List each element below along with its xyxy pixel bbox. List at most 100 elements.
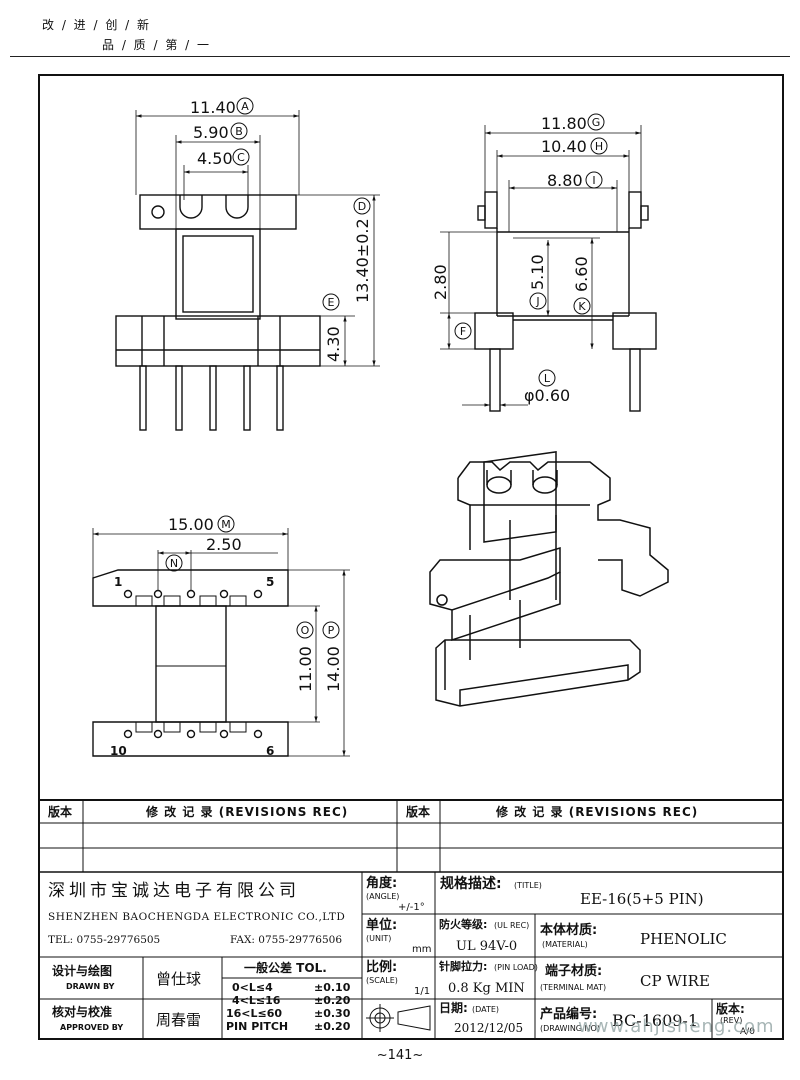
tolerance-value-3: ±0.30 xyxy=(314,1007,351,1020)
title-block: 版本 修 改 记 录 (REVISIONS REC) 版本 修 改 记 录 (R… xyxy=(40,799,784,1038)
angle-label: 角度: xyxy=(366,875,397,891)
dim-h: 10.40 xyxy=(541,137,587,156)
motto-line-2: 品 / 质 / 第 / 一 xyxy=(102,38,212,52)
dim-i: 8.80 xyxy=(547,171,583,190)
tag-o: O xyxy=(301,624,310,637)
drawn-by-label: 设计与绘图 xyxy=(52,963,112,978)
terminal-label-en: (TERMINAL MAT) xyxy=(540,983,606,992)
tolerance-range-1: 0<L≤4 xyxy=(232,981,273,994)
header-rule xyxy=(10,56,790,57)
title-label-en: (TITLE) xyxy=(514,881,542,890)
tag-i: I xyxy=(592,174,595,187)
dim-b: 5.90 xyxy=(193,123,229,142)
angle-value: +/-1° xyxy=(398,902,425,913)
drawing-no-value: BC-1609-1 xyxy=(612,1011,698,1030)
tag-p: P xyxy=(328,624,335,637)
dim-c: 4.50 xyxy=(197,149,233,168)
date-label-en: (DATE) xyxy=(472,1005,499,1014)
dim-p: 14.00 xyxy=(324,646,343,692)
dim-o: 11.00 xyxy=(296,646,315,692)
tag-k: K xyxy=(578,300,586,313)
ul-label-en: (UL REC) xyxy=(494,921,529,930)
pin-label-10: 10 xyxy=(110,744,127,758)
tag-e: E xyxy=(328,296,335,309)
drawn-by-name: 曾仕球 xyxy=(156,970,201,988)
drawn-by-label-en: DRAWN BY xyxy=(66,982,115,991)
scale-label-en: (SCALE) xyxy=(366,976,398,985)
pin-label-5: 5 xyxy=(266,575,274,589)
title-label: 规格描述: xyxy=(440,875,502,892)
rev-label: 版本: xyxy=(716,1001,745,1016)
dim-l: φ0.60 xyxy=(524,386,570,405)
rev-col-rec-1: 修 改 记 录 (REVISIONS REC) xyxy=(145,804,348,819)
pinload-label-en: (PIN LOAD) xyxy=(494,963,538,972)
dim-n: 2.50 xyxy=(206,535,242,554)
dim-a: 11.40 xyxy=(190,98,236,117)
pin-label-1: 1 xyxy=(114,575,122,589)
tag-a: A xyxy=(241,100,249,113)
title-value: EE-16(5+5 PIN) xyxy=(580,890,704,908)
tag-b: B xyxy=(235,125,243,138)
scale-value: 1/1 xyxy=(414,986,430,997)
ul-label: 防火等级: xyxy=(439,917,487,931)
tag-l: L xyxy=(544,372,551,385)
tag-f: F xyxy=(460,325,466,338)
drawing-frame xyxy=(38,74,784,1040)
terminal-label: 端子材质: xyxy=(545,963,602,979)
company-name-en: SHENZHEN BAOCHENGDA ELECTRONIC CO.,LTD xyxy=(48,911,345,923)
page-number: ~141~ xyxy=(376,1048,424,1063)
unit-label: 单位: xyxy=(366,917,397,933)
dim-j: 5.10 xyxy=(528,254,547,290)
bottom-view xyxy=(92,528,350,757)
tolerance-range-4: PIN PITCH xyxy=(226,1020,288,1033)
company-tel: TEL: 0755-29776505 xyxy=(48,934,160,946)
dim-m: 15.00 xyxy=(168,515,214,534)
rev-col-ver-1: 版本 xyxy=(48,804,72,819)
tolerance-range-2: 4<L≤16 xyxy=(232,994,281,1007)
rev-col-rec-2: 修 改 记 录 (REVISIONS REC) xyxy=(495,804,698,819)
dim-k: 6.60 xyxy=(572,256,591,292)
drawing-area: 11.40 5.90 4.50 13.40±0.2 4.30 11.80 10.… xyxy=(92,97,669,758)
front-view xyxy=(115,110,380,431)
tag-g: G xyxy=(592,116,601,129)
tag-c: C xyxy=(237,151,245,164)
material-label: 本体材质: xyxy=(540,922,597,938)
side-view xyxy=(440,125,657,412)
angle-label-en: (ANGLE) xyxy=(366,892,399,901)
watermark: www.ahjisheng.com xyxy=(578,1016,775,1037)
tag-j: J xyxy=(535,295,539,308)
terminal-value: CP WIRE xyxy=(640,972,710,990)
unit-value: mm xyxy=(412,944,431,955)
tolerance-value-1: ±0.10 xyxy=(314,981,351,994)
pinload-value: 0.8 Kg MIN xyxy=(448,981,525,996)
tag-h: H xyxy=(595,140,603,153)
material-label-en: (MATERIAL) xyxy=(542,940,588,949)
scale-label: 比例: xyxy=(366,959,397,975)
drawing-no-label-en: (DRAWING NO) xyxy=(540,1024,600,1033)
pin-label-6: 6 xyxy=(266,744,274,758)
dim-d: 13.40±0.2 xyxy=(353,218,372,303)
dim-f: 2.80 xyxy=(431,264,450,300)
motto-line-1: 改 / 进 / 创 / 新 xyxy=(42,18,152,32)
pinload-label: 针脚拉力: xyxy=(439,959,487,973)
tolerance-range-3: 16<L≤60 xyxy=(226,1007,282,1020)
company-fax: FAX: 0755-29776506 xyxy=(230,934,342,946)
ul-value: UL 94V-0 xyxy=(456,939,517,954)
tolerance-value-4: ±0.20 xyxy=(314,1020,351,1033)
drawing-no-label: 产品编号: xyxy=(540,1006,597,1022)
date-label: 日期: xyxy=(439,1000,468,1015)
rev-label-en: (REV) xyxy=(720,1016,742,1025)
isometric-view xyxy=(429,451,669,707)
tag-n: N xyxy=(170,557,178,570)
unit-label-en: (UNIT) xyxy=(366,934,391,943)
rev-col-ver-2: 版本 xyxy=(406,804,430,819)
dim-g: 11.80 xyxy=(541,114,587,133)
approved-by-label: 核对与校准 xyxy=(52,1004,112,1019)
dim-e: 4.30 xyxy=(324,326,343,362)
approved-by-name: 周春雷 xyxy=(156,1011,201,1029)
rev-value: A/0 xyxy=(740,1027,755,1037)
material-value: PHENOLIC xyxy=(640,930,727,948)
tolerance-title: 一般公差 TOL. xyxy=(244,960,327,975)
date-value: 2012/12/05 xyxy=(454,1021,523,1035)
company-name-cn: 深圳市宝诚达电子有限公司 xyxy=(48,881,300,901)
